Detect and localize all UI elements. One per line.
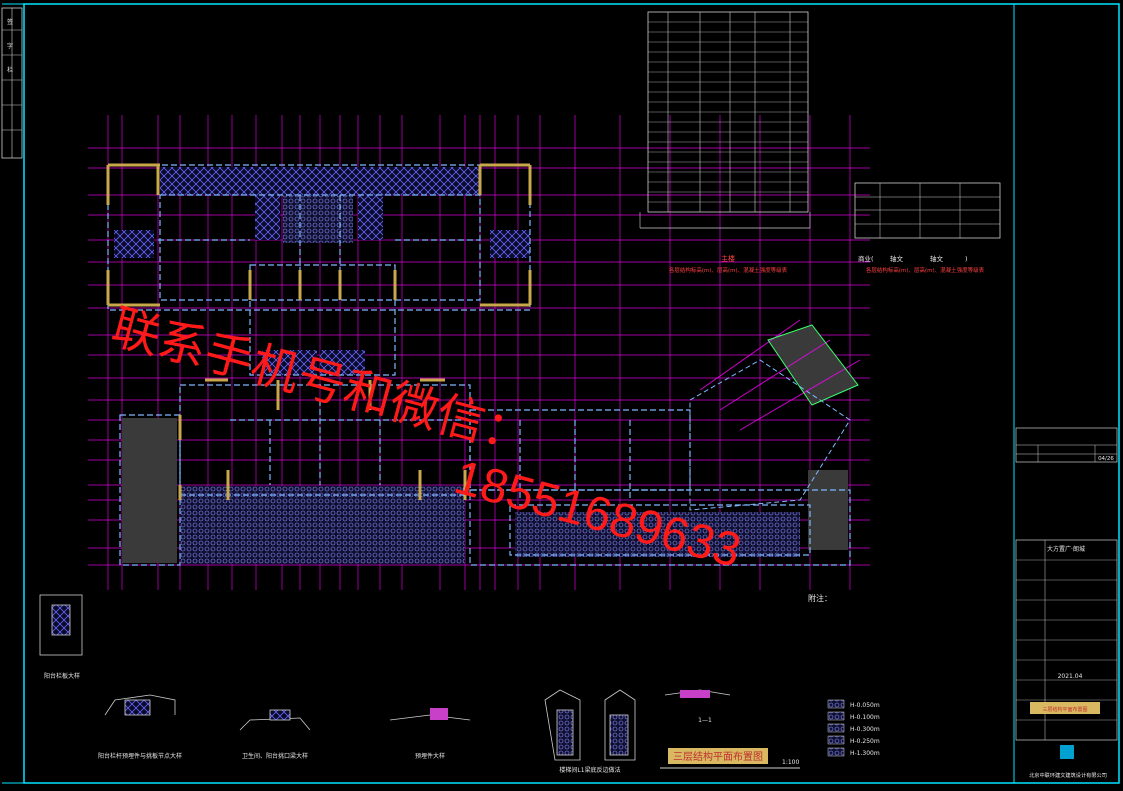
detail-caption-4: 预埋件大样 xyxy=(415,752,445,760)
commercial-caption-3: 轴文 xyxy=(930,254,944,263)
commercial-caption-2: 轴文 xyxy=(890,254,904,263)
legend-swatch xyxy=(827,699,845,709)
company-name: 北京中联环建文建筑设计有限公司 xyxy=(1029,771,1107,779)
commercial-table xyxy=(854,182,1001,239)
legend-item-text: H-0.050m xyxy=(850,702,880,709)
slab-hatch-areas xyxy=(114,167,858,564)
commercial-caption-1: 商业( xyxy=(858,254,874,263)
legend-swatch xyxy=(827,735,845,745)
commercial-caption-4: ) xyxy=(965,255,968,263)
title-block xyxy=(1013,4,1118,783)
drawing-no: 04/26 xyxy=(1098,456,1114,462)
elevation-table xyxy=(639,11,811,229)
commercial-table-subtitle: 各层结构标高(m)、层高(m)、混凝土强度等级表 xyxy=(866,266,985,274)
section-label: 1—1 xyxy=(698,717,712,724)
detail-caption-3: 卫生间、阳台挑口梁大样 xyxy=(242,752,308,760)
angled-wing xyxy=(689,319,861,511)
legend-swatches xyxy=(827,699,845,757)
shear-walls xyxy=(106,163,532,500)
sheet-title: 三层结构平面布置图 xyxy=(1042,706,1087,713)
margin-label-2: 字 xyxy=(7,42,13,50)
detail-caption-1: 阳台栏板大样 xyxy=(44,672,80,680)
detail-caption-2: 阳台栏杆预埋件与挑板节点大样 xyxy=(98,752,182,760)
drawing-scale-text: 1:100 xyxy=(782,759,799,766)
beam-lines xyxy=(107,164,851,566)
legend-swatch xyxy=(827,723,845,733)
detail-caption-5: 楼梯间L1梁底反边做法 xyxy=(559,766,620,774)
detail-sketches xyxy=(39,594,731,761)
elevation-table-caption: 主楼 xyxy=(721,254,735,263)
drawing-frame xyxy=(23,3,1120,784)
notes-heading: 附注： xyxy=(808,593,832,603)
legend-swatch xyxy=(827,711,845,721)
legend-item-text: H-0.100m xyxy=(850,714,880,721)
project-name: 大方置广·朗城 xyxy=(1047,545,1085,553)
elevation-table-subtitle: 各层结构标高(m)、层高(m)、混凝土强度等级表 xyxy=(669,266,788,274)
drawing-date: 2021.04 xyxy=(1058,673,1083,680)
legend-item-text: H-0.250m xyxy=(850,738,880,745)
margin-label-1: 签 xyxy=(7,18,13,26)
title-cartouche xyxy=(668,748,768,764)
left-margin-signature-block xyxy=(1,7,23,159)
margin-label-3: 栏 xyxy=(7,66,13,74)
legend-item-text: H-1.300m xyxy=(850,750,880,757)
legend-swatch xyxy=(827,747,845,757)
drawing-title-text: 三层结构平面布置图 xyxy=(673,750,763,763)
legend-item-text: H-0.300m xyxy=(850,726,880,733)
